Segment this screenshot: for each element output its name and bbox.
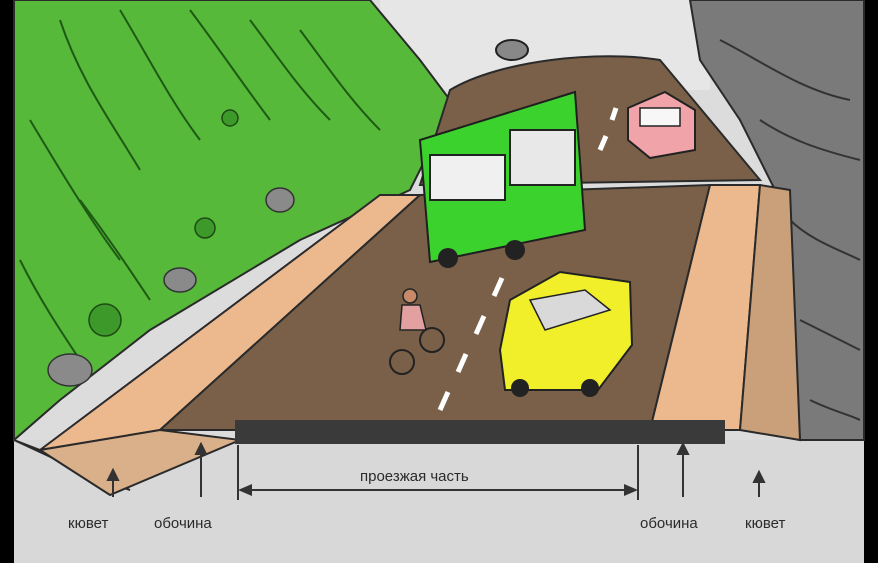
label-ditch-left: кювет (68, 515, 108, 532)
label-carriageway: проезжая часть (360, 468, 469, 485)
label-shoulder-right: обочина (640, 515, 698, 532)
road-base-section (235, 420, 725, 444)
label-shoulder-left: обочина (154, 515, 212, 532)
label-ditch-right: кювет (745, 515, 785, 532)
far-car (496, 40, 528, 60)
